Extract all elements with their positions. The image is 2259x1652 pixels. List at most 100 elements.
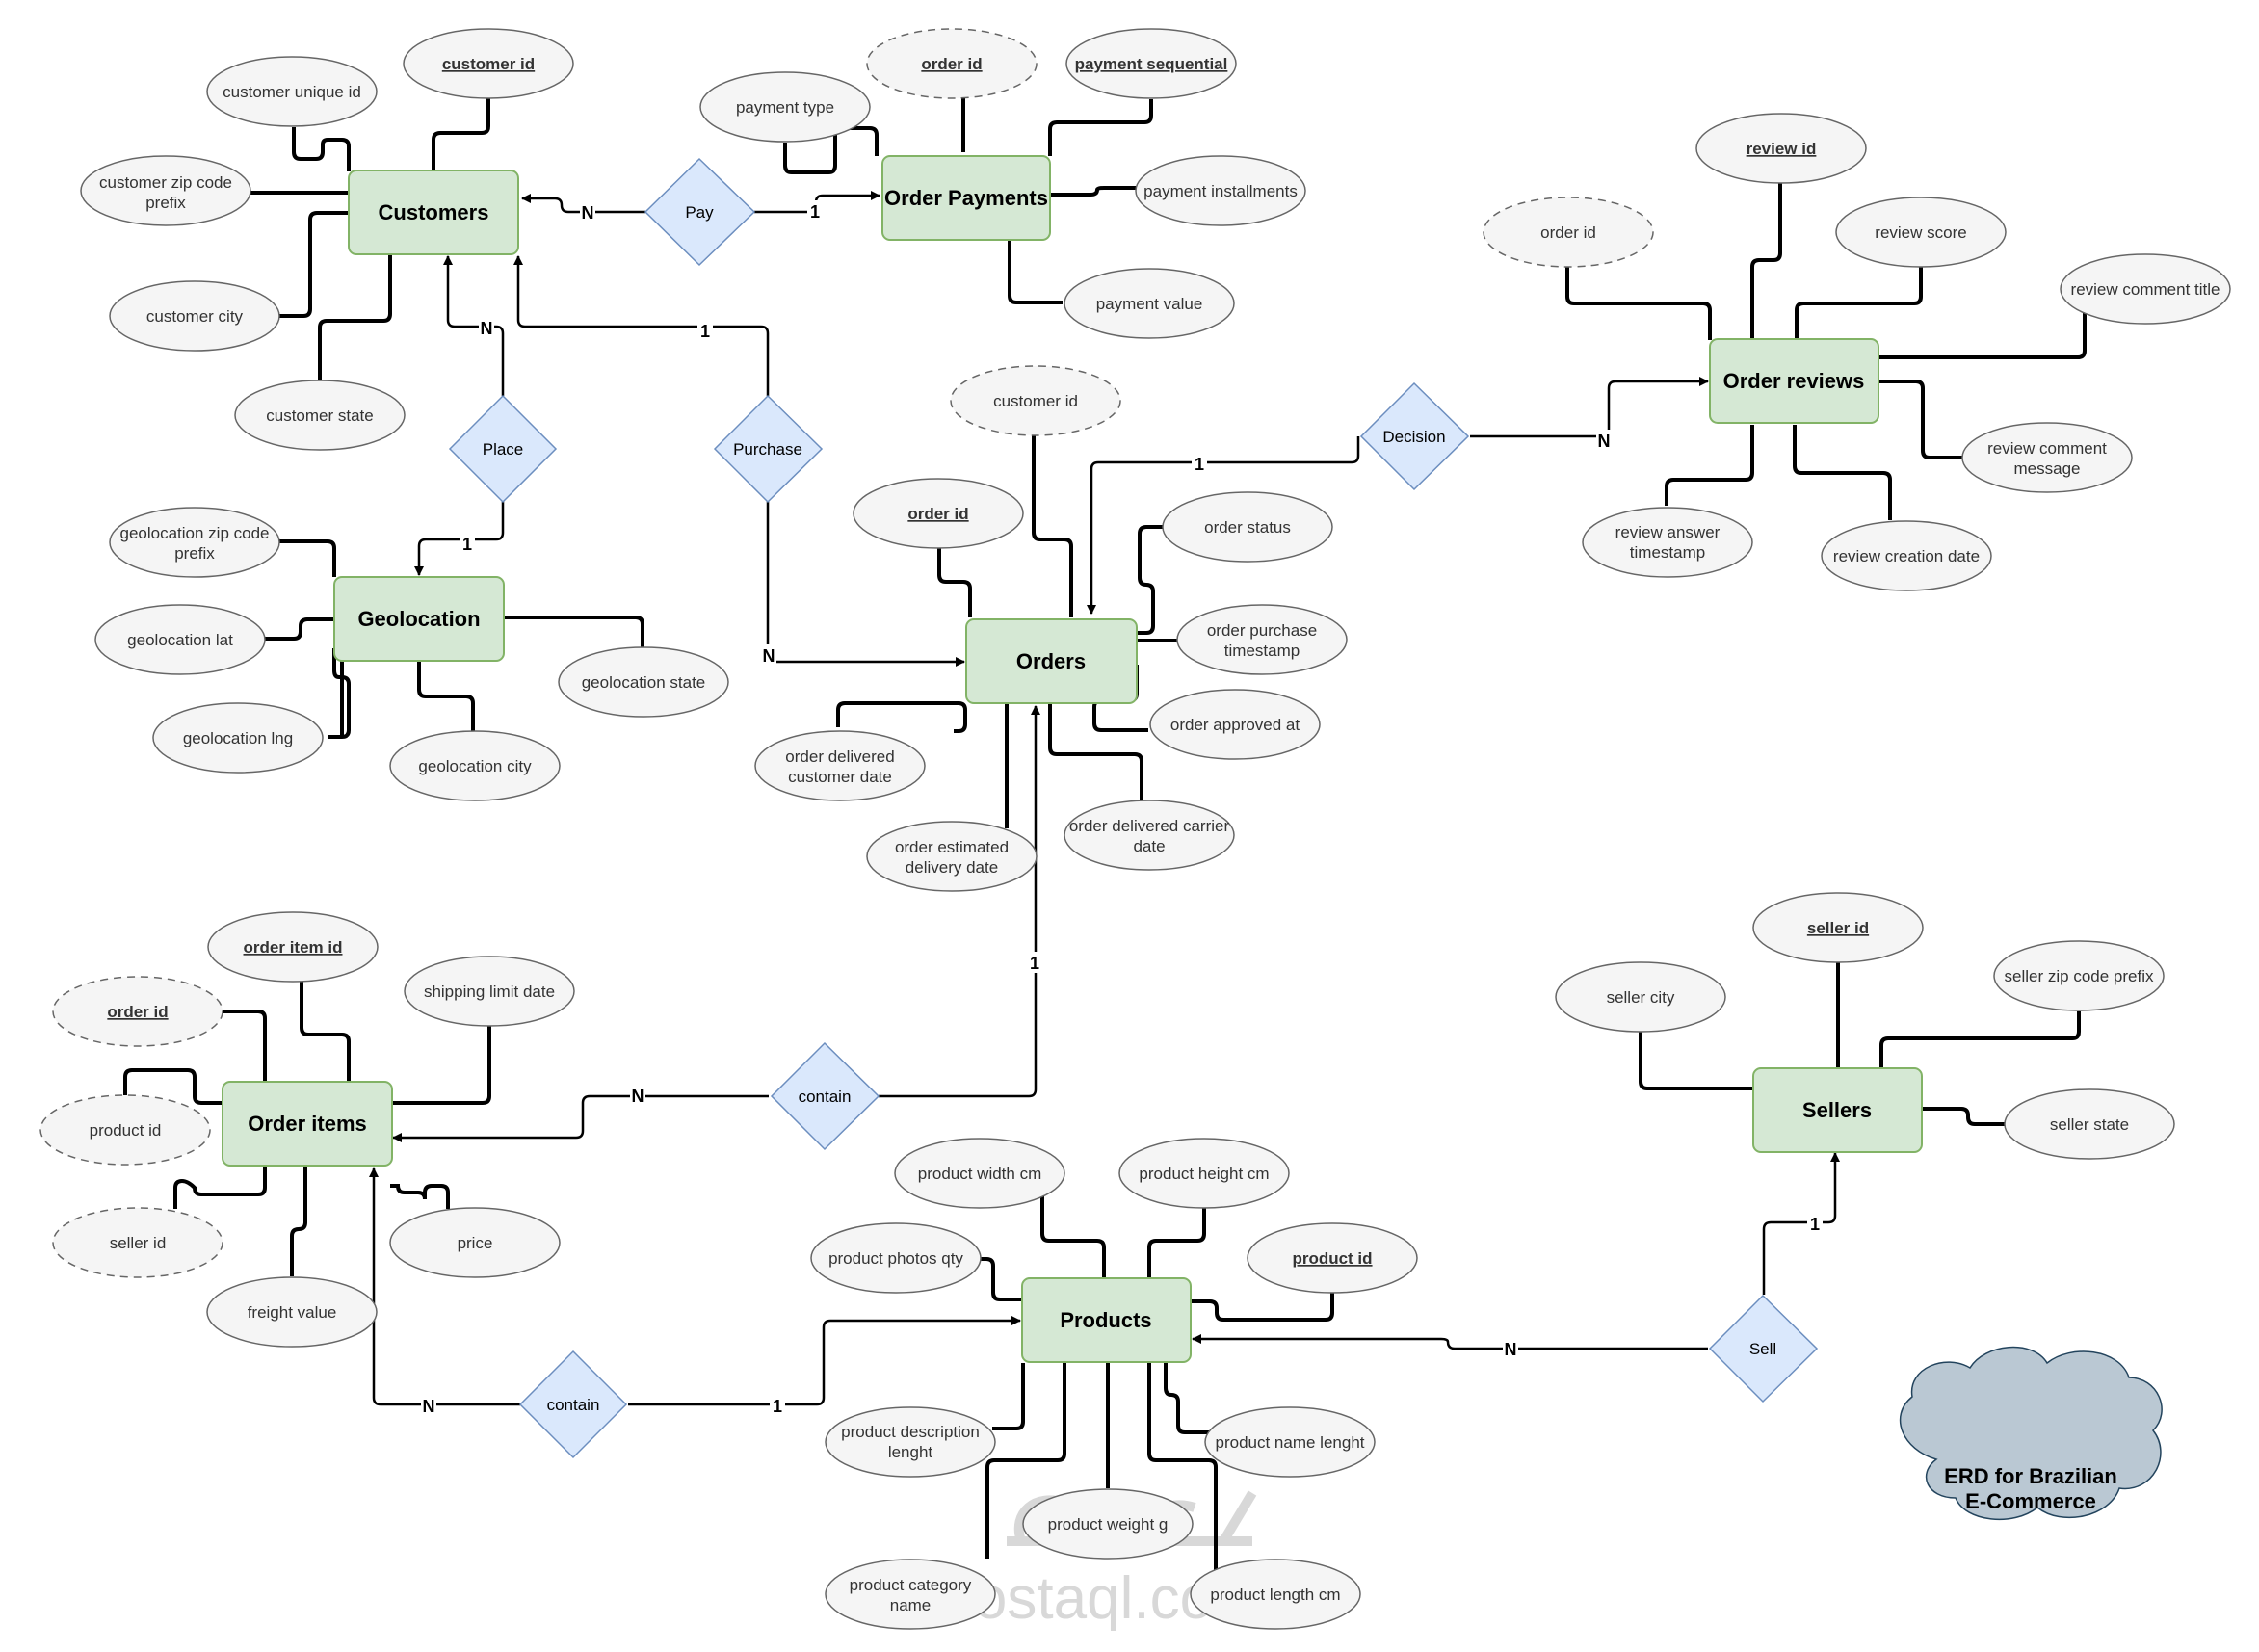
attr-pay-order-id: order id: [866, 28, 1038, 99]
svg-text:order approved at: order approved at: [1170, 716, 1300, 734]
svg-text:order purchase: order purchase: [1207, 621, 1317, 640]
svg-text:freight value: freight value: [248, 1303, 337, 1322]
svg-text:Order Payments: Order Payments: [884, 186, 1048, 210]
svg-text:price: price: [458, 1234, 493, 1252]
svg-text:product photos qty: product photos qty: [828, 1249, 963, 1268]
cloud-shape: [1899, 1346, 2163, 1520]
attr-geolocation-lng: geolocation lng: [152, 702, 324, 774]
attr-product-length-cm: product length cm: [1190, 1559, 1361, 1630]
svg-text:customer zip code: customer zip code: [99, 173, 232, 192]
svg-text:seller id: seller id: [1807, 919, 1869, 937]
svg-text:order estimated: order estimated: [895, 838, 1009, 856]
svg-text:Customers: Customers: [379, 200, 489, 224]
svg-text:timestamp: timestamp: [1630, 543, 1705, 562]
card-place-customers: N: [481, 319, 493, 338]
entity-sellers: Sellers: [1752, 1067, 1923, 1153]
attr-customer-zip-code-prefix: customer zip code prefix: [80, 155, 251, 226]
attr-order-status: order status: [1162, 491, 1333, 563]
rel-sell: Sell: [1708, 1294, 1819, 1403]
entity-order-reviews: Order reviews: [1709, 338, 1879, 424]
rel-decision: Decision: [1359, 381, 1470, 491]
svg-text:review answer: review answer: [1615, 523, 1721, 541]
card-purchase-customers: 1: [700, 322, 710, 341]
svg-text:Sell: Sell: [1749, 1340, 1776, 1358]
line-decision-orders: [1087, 436, 1360, 615]
svg-text:product name lenght: product name lenght: [1216, 1433, 1365, 1452]
svg-text:product height cm: product height cm: [1139, 1165, 1269, 1183]
card-place-geolocation: 1: [462, 535, 472, 554]
card-sell-sellers: 1: [1810, 1215, 1820, 1234]
svg-text:order id: order id: [107, 1003, 168, 1021]
attr-geolocation-state: geolocation state: [558, 646, 729, 718]
svg-text:geolocation state: geolocation state: [582, 673, 706, 692]
attr-product-photos-qty: product photos qty: [810, 1222, 982, 1294]
card-purchase-orders: N: [763, 646, 775, 666]
attr-seller-state: seller state: [2004, 1088, 2175, 1160]
svg-text:seller city: seller city: [1607, 988, 1675, 1007]
svg-text:name: name: [890, 1596, 932, 1614]
svg-text:review comment: review comment: [1987, 439, 2107, 458]
rel-contain-products: contain: [518, 1350, 628, 1459]
svg-text:Purchase: Purchase: [733, 440, 802, 459]
svg-text:customer state: customer state: [266, 406, 374, 425]
svg-text:geolocation lat: geolocation lat: [127, 631, 233, 649]
svg-text:Order reviews: Order reviews: [1723, 369, 1865, 393]
svg-text:review score: review score: [1875, 223, 1966, 242]
attr-shipping-limit-date: shipping limit date: [404, 956, 575, 1027]
relationships: Pay Place Purchase Decision contain cont…: [448, 157, 1819, 1459]
rel-contain-orders: contain: [770, 1041, 880, 1151]
attr-customer-city: customer city: [109, 280, 280, 352]
svg-text:customer id: customer id: [993, 392, 1078, 410]
svg-text:order id: order id: [1540, 223, 1596, 242]
attr-freight-value: freight value: [206, 1276, 378, 1348]
attr-customer-unique-id: customer unique id: [206, 56, 378, 127]
svg-text:Products: Products: [1060, 1308, 1151, 1332]
entity-order-items: Order items: [222, 1081, 393, 1167]
attr-review-creation-date: review creation date: [1821, 520, 1992, 591]
svg-text:product id: product id: [1292, 1249, 1372, 1268]
svg-text:seller state: seller state: [2050, 1115, 2129, 1134]
entity-products: Products: [1021, 1277, 1192, 1363]
attr-payment-type: payment type: [699, 71, 871, 143]
rel-place: Place: [448, 394, 558, 504]
attr-customer-id: customer id: [403, 28, 574, 99]
attr-seller-id: seller id: [1752, 892, 1924, 963]
cloud-title-line-1: ERD for Brazilian: [1944, 1464, 2117, 1488]
svg-text:customer unique id: customer unique id: [223, 83, 361, 101]
svg-text:product category: product category: [850, 1576, 972, 1594]
card-contain-items-products: N: [423, 1397, 435, 1416]
svg-text:payment type: payment type: [736, 98, 834, 117]
line-place-customers: [443, 255, 505, 396]
attr-customer-state: customer state: [234, 380, 406, 451]
attr-product-height-cm: product height cm: [1118, 1138, 1290, 1209]
svg-text:seller id: seller id: [110, 1234, 167, 1252]
line-sell-products: [1192, 1334, 1708, 1350]
title-cloud: ERD for Brazilian E-Commerce: [1899, 1346, 2163, 1520]
attr-payment-value: payment value: [1064, 268, 1235, 339]
attr-review-comment-message: review comment message: [1961, 422, 2133, 493]
svg-text:Pay: Pay: [685, 203, 714, 222]
svg-text:customer date: customer date: [788, 768, 892, 786]
svg-text:payment installments: payment installments: [1143, 182, 1298, 200]
attr-product-weight-g: product weight g: [1022, 1488, 1194, 1560]
card-pay-payments: 1: [810, 202, 820, 222]
attr-review-comment-title: review comment title: [2060, 253, 2231, 325]
svg-text:contain: contain: [799, 1088, 852, 1106]
attr-review-order-id: order id: [1483, 197, 1654, 268]
cardinality-labels: N 1 N 1 1 N 1 N 1 N N 1 N 1: [421, 200, 1823, 1416]
svg-text:customer city: customer city: [146, 307, 244, 326]
entity-order-payments: Order Payments: [881, 155, 1051, 241]
line-sell-sellers: [1762, 1152, 1840, 1295]
attr-product-name-lenght: product name lenght: [1204, 1406, 1376, 1478]
attribute-lines: [123, 94, 2087, 1580]
card-decision-orders: 1: [1195, 455, 1204, 474]
svg-text:prefix: prefix: [174, 544, 215, 563]
attr-seller-city: seller city: [1555, 961, 1726, 1033]
svg-text:prefix: prefix: [145, 194, 186, 212]
attr-geolocation-lat: geolocation lat: [94, 604, 266, 675]
svg-text:product width cm: product width cm: [918, 1165, 1042, 1183]
svg-text:product id: product id: [90, 1121, 162, 1140]
rel-purchase: Purchase: [713, 394, 824, 504]
entities: Customers Order Payments Order reviews G…: [222, 155, 1923, 1363]
svg-text:product length cm: product length cm: [1210, 1586, 1340, 1604]
